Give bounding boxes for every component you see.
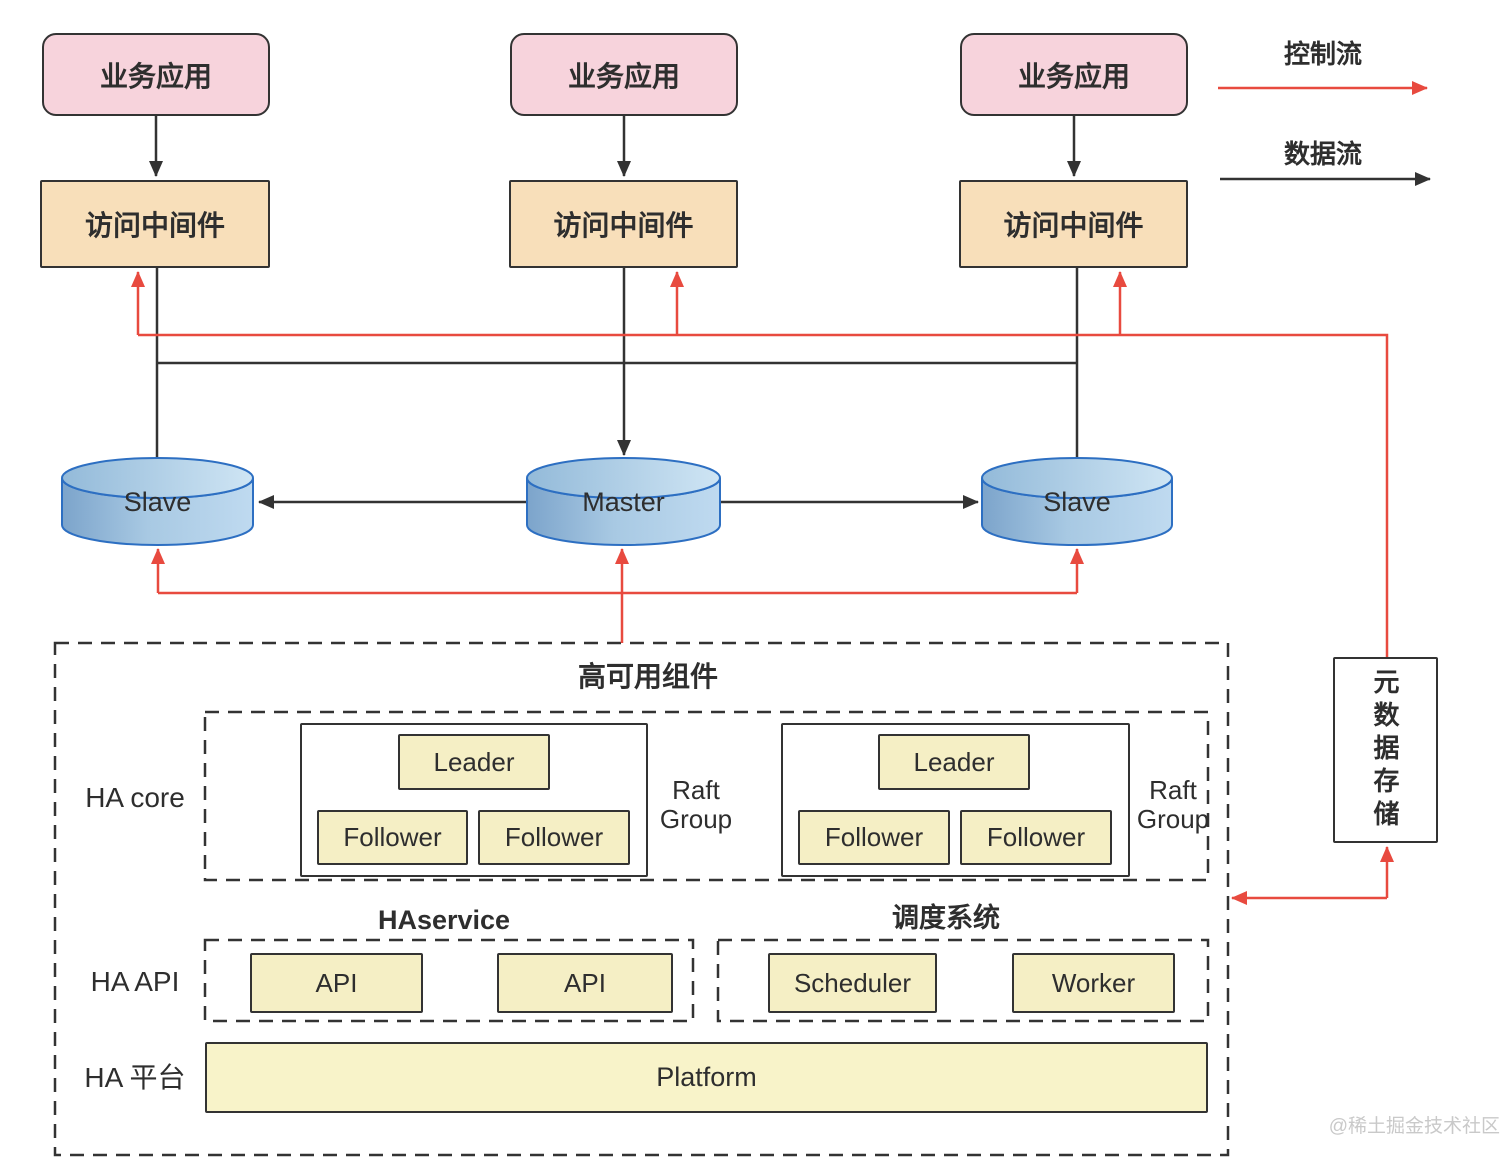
db-master-label: Master (582, 486, 665, 517)
api-box-1: API (250, 953, 423, 1013)
ha-platform-row-label: HA 平台 (84, 1062, 186, 1094)
scheduler-box: Scheduler (768, 953, 937, 1013)
raft2-leader-box: Leader (878, 734, 1030, 790)
legend-control-flow-label: 控制流 (1283, 39, 1362, 70)
worker-box: Worker (1012, 953, 1175, 1013)
app-box-1: 业务应用 (42, 33, 270, 116)
ha-component-dashed-box (53, 641, 1230, 1157)
metadata-to-middlewares-bus (138, 333, 1389, 657)
raft1-follower2-box: Follower (478, 810, 630, 865)
ha-api-row-label: HA API (90, 966, 180, 998)
app-box-3: 业务应用 (960, 33, 1188, 116)
db-cylinder-slave2 (981, 457, 1173, 546)
scheduling-system-label: 调度系统 (892, 902, 1000, 933)
scheduling-dashed-box (716, 938, 1210, 1023)
control-flow-lines (131, 81, 1428, 905)
legend-data-flow-label: 数据流 (1283, 139, 1362, 170)
raft-group-1-label: Raft Group (659, 775, 733, 834)
middleware-box-3: 访问中间件 (959, 180, 1188, 268)
db-cylinder-slave1 (61, 457, 254, 546)
raft-group-2-label: Raft Group (1136, 775, 1210, 834)
raft2-follower2-box: Follower (960, 810, 1112, 865)
db-slave1-label: Slave (123, 486, 192, 517)
ha-core-dashed-box (203, 710, 1210, 882)
api-box-2: API (497, 953, 673, 1013)
db-cylinder-master (526, 457, 721, 546)
raft1-follower1-box: Follower (317, 810, 468, 865)
metadata-store-label: 元数据存储 (1370, 667, 1400, 833)
raft1-leader-box: Leader (398, 734, 550, 790)
ha-core-row-label: HA core (85, 782, 185, 814)
middleware-box-1: 访问中间件 (40, 180, 270, 268)
app-box-2: 业务应用 (510, 33, 738, 116)
metadata-store-box: 元数据存储 (1333, 657, 1438, 843)
middleware-box-2: 访问中间件 (509, 180, 738, 268)
data-flow-lines (149, 116, 1431, 509)
watermark: @稀土掘金技术社区 (1328, 1116, 1500, 1138)
ha-api-dashed-box (203, 938, 695, 1023)
db-slave2-label: Slave (1043, 486, 1111, 517)
haservice-label: HAservice (377, 904, 511, 935)
platform-box: Platform (205, 1042, 1208, 1113)
raft2-follower1-box: Follower (798, 810, 950, 865)
ha-component-title: 高可用组件 (577, 661, 718, 693)
